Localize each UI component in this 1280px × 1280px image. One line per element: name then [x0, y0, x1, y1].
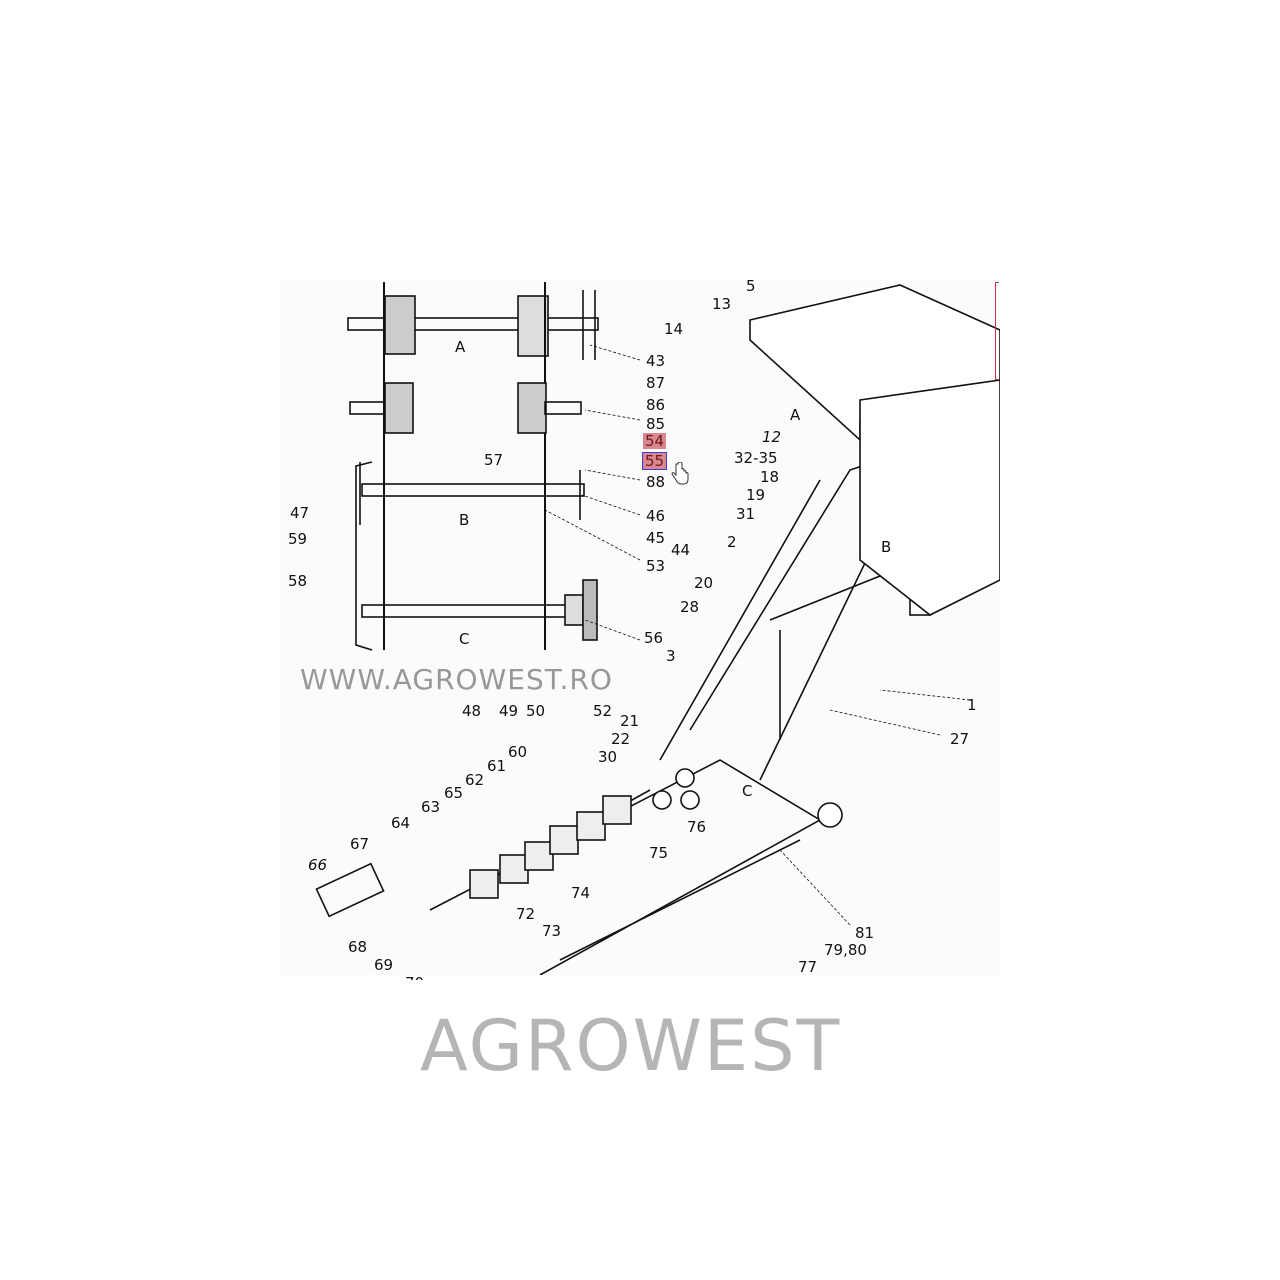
part-label[interactable]: 86	[646, 396, 666, 414]
part-label[interactable]: 81	[855, 924, 875, 942]
section-label: A	[790, 406, 801, 424]
part-label[interactable]: 2	[727, 533, 737, 551]
part-label[interactable]: 31	[736, 505, 756, 523]
part-label-highlighted[interactable]: 54	[643, 432, 667, 450]
part-label[interactable]: 47	[290, 504, 310, 522]
part-label[interactable]: 30	[598, 748, 618, 766]
part-label[interactable]: 56	[644, 629, 664, 647]
part-label[interactable]: 27	[950, 730, 970, 748]
section-label: A	[455, 338, 466, 356]
edge-marker	[995, 282, 999, 380]
part-label[interactable]: 18	[760, 468, 780, 486]
part-label[interactable]: 60	[508, 743, 528, 761]
part-label[interactable]: 57	[484, 451, 504, 469]
part-label[interactable]: 44	[671, 541, 691, 559]
part-label[interactable]: 46	[646, 507, 666, 525]
part-label[interactable]: 65	[444, 784, 464, 802]
part-label[interactable]: 64	[391, 814, 411, 832]
part-label[interactable]: 22	[611, 730, 631, 748]
section-label: B	[459, 511, 470, 529]
part-label[interactable]: 45	[646, 529, 666, 547]
part-label[interactable]: 87	[646, 374, 666, 392]
part-label[interactable]: 62	[465, 771, 485, 789]
section-label: C	[742, 782, 753, 800]
part-label[interactable]: 3	[666, 647, 676, 665]
shaft-c	[361, 579, 598, 641]
part-label[interactable]: 79,80	[824, 941, 867, 959]
part-label[interactable]: 48	[462, 702, 482, 720]
part-label[interactable]: 73	[542, 922, 562, 940]
part-label[interactable]: 52	[593, 702, 613, 720]
parts-diagram: WWW.AGROWEST.RO	[280, 280, 1000, 975]
part-label[interactable]: 21	[620, 712, 640, 730]
part-label[interactable]: 88	[646, 473, 666, 491]
section-label: C	[459, 630, 470, 648]
part-label[interactable]: 20	[694, 574, 714, 592]
part-label[interactable]: 28	[680, 598, 700, 616]
shaft-a-pulleys	[349, 382, 582, 434]
part-label[interactable]: 32-35	[734, 449, 778, 467]
part-label[interactable]: 75	[649, 844, 669, 862]
part-label[interactable]: 19	[746, 486, 766, 504]
part-label[interactable]: 68	[348, 938, 368, 956]
section-label: B	[881, 538, 892, 556]
watermark-logo: AGROWEST	[420, 1010, 841, 1082]
part-label[interactable]: 61	[487, 757, 507, 775]
part-label[interactable]: 12	[762, 428, 782, 446]
shaft-a	[347, 282, 599, 650]
part-label[interactable]: 72	[516, 905, 536, 923]
watermark-logo-text: AGROWEST	[420, 1005, 842, 1087]
part-label[interactable]: 1	[967, 696, 977, 714]
rollers	[652, 768, 843, 828]
part-label[interactable]: 63	[421, 798, 441, 816]
part-label[interactable]: 67	[350, 835, 370, 853]
part-label[interactable]: 74	[571, 884, 591, 902]
part-label[interactable]: 14	[664, 320, 684, 338]
elevator-frame	[315, 284, 1000, 975]
shaft-b	[355, 461, 585, 651]
part-label[interactable]: 49	[499, 702, 519, 720]
part-label[interactable]: 85	[646, 415, 666, 433]
exploded-view-drawing	[315, 282, 1000, 975]
part-label[interactable]: 70	[405, 975, 424, 980]
part-label[interactable]: 5	[746, 277, 756, 295]
part-label[interactable]: 59	[288, 530, 308, 548]
part-label[interactable]: 66	[308, 856, 328, 874]
part-label[interactable]: 13	[712, 295, 732, 313]
part-label[interactable]: 43	[646, 352, 666, 370]
hand-pointer-cursor-icon	[671, 462, 689, 485]
part-label[interactable]: 58	[288, 572, 308, 590]
part-label[interactable]: 50	[526, 702, 546, 720]
part-label[interactable]: 69	[374, 956, 394, 974]
part-label[interactable]: 76	[687, 818, 707, 836]
part-label-selected[interactable]: 55	[641, 452, 668, 470]
watermark-url: WWW.AGROWEST.RO	[300, 663, 613, 696]
part-label[interactable]: 53	[646, 557, 666, 575]
rubber-pads	[469, 795, 632, 899]
part-label[interactable]: 77	[798, 958, 818, 976]
leader-lines	[544, 344, 971, 926]
